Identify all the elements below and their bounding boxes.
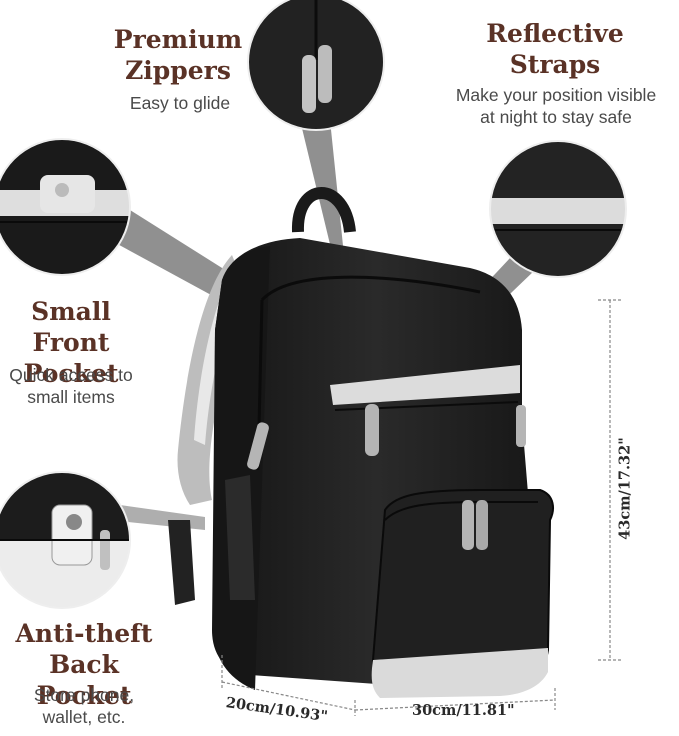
zipper-pull [365,404,379,456]
height-dimension-label: 43cm/17.32" [616,437,634,540]
reflective-straps-subtitle: Make your position visible at night to s… [455,85,657,127]
anti-theft-back-pocket-subtitle: Store phone, wallet, etc. [33,685,135,727]
zipper-detail-circle [248,0,384,130]
premium-zippers-subtitle: Easy to glide [129,93,231,113]
premium-zippers-title: Premium Zippers [113,25,243,85]
small-front-pocket-title: Small Front Pocket [23,297,119,388]
reflective-strip [330,365,520,405]
top-handle [291,187,356,233]
reflective-straps-title: Reflective Straps [486,19,624,79]
reflective-detail-circle [490,141,626,277]
anti-theft-back-pocket-title: Anti-theft Back Pocket [15,619,153,710]
front-pocket-detail-circle [0,139,130,275]
back-pocket-detail-circle [0,472,130,608]
width-dimension-label: 30cm/11.81" [412,702,515,719]
back-pocket-pointer [120,505,205,530]
small-front-pocket-subtitle: Quick access to small items [9,365,133,407]
